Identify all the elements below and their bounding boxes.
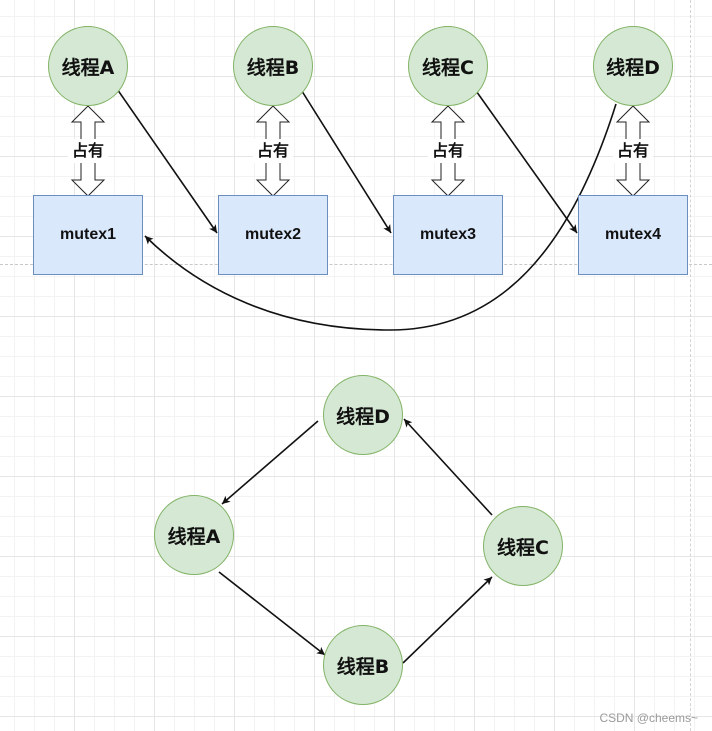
- cycle-thread-a-node[interactable]: 线程A: [154, 495, 234, 575]
- thread-d-node[interactable]: 线程D: [593, 26, 673, 106]
- hold-label-d: 占有: [613, 139, 653, 163]
- thread-b-node[interactable]: 线程B: [233, 26, 313, 106]
- cycle-arrow-c-d: [403, 418, 493, 516]
- cycle-thread-d-node[interactable]: 线程D: [323, 375, 403, 455]
- cycle-thread-c-node[interactable]: 线程C: [483, 506, 563, 586]
- page-edge-line: [690, 0, 691, 731]
- wait-arrow-c-mutex4: [473, 87, 578, 234]
- thread-c-node[interactable]: 线程C: [408, 26, 488, 106]
- wait-arrow-d-mutex1: [144, 103, 617, 331]
- cycle-thread-b-node[interactable]: 线程B: [323, 625, 403, 705]
- watermark: CSDN @cheems~: [599, 711, 698, 725]
- hold-label-a: 占有: [68, 139, 108, 163]
- hold-label-c: 占有: [428, 139, 468, 163]
- wait-arrow-b-mutex3: [299, 87, 392, 234]
- cycle-arrow-b-c: [402, 576, 493, 664]
- cycle-arrow-d-a: [221, 420, 319, 505]
- page-break-line: [0, 264, 712, 265]
- cycle-arrow-a-b: [218, 571, 326, 656]
- wait-arrow-a-mutex2: [114, 85, 218, 234]
- mutex3-box[interactable]: mutex3: [393, 195, 503, 275]
- mutex2-box[interactable]: mutex2: [218, 195, 328, 275]
- hold-label-b: 占有: [253, 139, 293, 163]
- thread-a-node[interactable]: 线程A: [48, 26, 128, 106]
- mutex1-box[interactable]: mutex1: [33, 195, 143, 275]
- mutex4-box[interactable]: mutex4: [578, 195, 688, 275]
